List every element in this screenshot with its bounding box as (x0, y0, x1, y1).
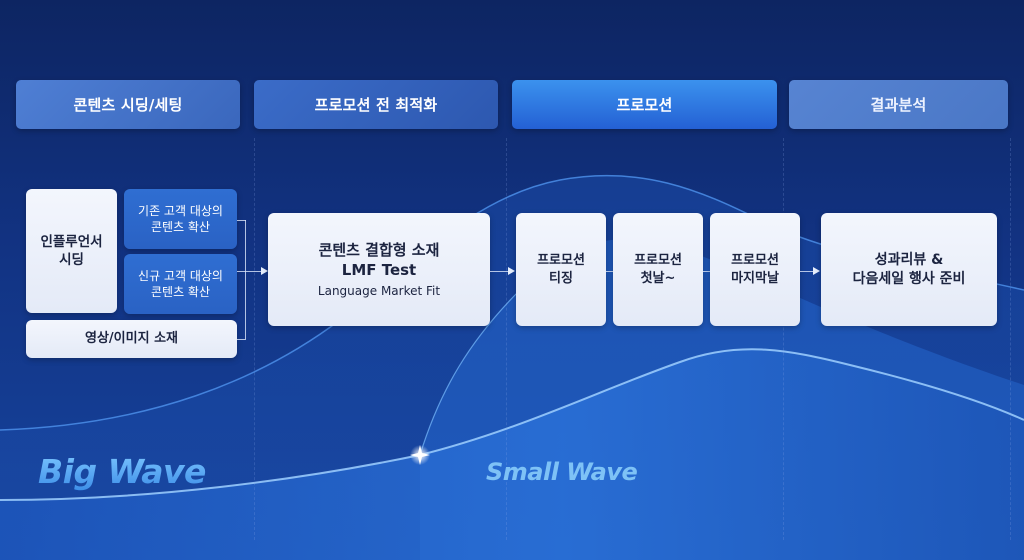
box-text: 티징 (549, 270, 573, 286)
column-divider (783, 138, 784, 540)
box-text: 영상/이미지 소재 (85, 331, 178, 347)
performance-review-box: 성과리뷰 & 다음세일 행사 준비 (821, 213, 997, 326)
bracket-line (237, 220, 246, 221)
box-text: 콘텐츠 확산 (150, 220, 210, 234)
box-text: 프로모션 (537, 252, 585, 268)
phase-label: 프로모션 전 최적화 (314, 96, 438, 114)
box-subtitle: LMF Test (341, 261, 417, 280)
phase-label: 프로모션 (616, 96, 673, 114)
media-asset-box: 영상/이미지 소재 (26, 320, 237, 358)
phase-header-seeding: 콘텐츠 시딩/세팅 (16, 80, 240, 129)
phase-label: 콘텐츠 시딩/세팅 (73, 96, 183, 114)
influencer-seeding-box: 인플루언서 시딩 (26, 189, 117, 313)
column-divider (506, 138, 507, 540)
big-wave-label: Big Wave (38, 452, 206, 491)
connector-line (237, 271, 261, 272)
box-text: 프로모션 (731, 252, 779, 268)
promotion-last-day-box: 프로모션 마지막날 (710, 213, 800, 326)
small-wave-label: Small Wave (486, 458, 638, 486)
connector-line (490, 271, 508, 272)
arrow-right-icon (508, 267, 515, 275)
column-divider (1010, 138, 1011, 540)
column-divider (254, 138, 255, 540)
box-text: 콘텐츠 확산 (150, 285, 210, 299)
phase-header-promotion: 프로모션 (512, 80, 777, 129)
box-text: 성과리뷰 & (874, 251, 944, 268)
connector-line (703, 271, 710, 272)
box-text: 기존 고객 대상의 (138, 203, 223, 218)
box-caption: Language Market Fit (317, 283, 441, 298)
box-text: 신규 고객 대상의 (138, 268, 223, 283)
box-text: 다음세일 행사 준비 (852, 270, 966, 287)
box-text: 프로모션 (634, 252, 682, 268)
connector-line (800, 271, 814, 272)
bracket-line (245, 220, 246, 339)
connector-line (606, 271, 613, 272)
arrow-right-icon (261, 267, 268, 275)
box-text: 인플루언서 (40, 233, 103, 250)
promotion-teasing-box: 프로모션 티징 (516, 213, 606, 326)
promotion-first-day-box: 프로모션 첫날~ (613, 213, 703, 326)
arrow-right-icon (813, 267, 820, 275)
box-text: 마지막날 (731, 270, 779, 286)
phase-header-analysis: 결과분석 (789, 80, 1008, 129)
box-title: 콘텐츠 결합형 소재 (318, 241, 440, 260)
bracket-line (237, 339, 246, 340)
box-text: 첫날~ (640, 270, 676, 286)
new-customer-box: 신규 고객 대상의 콘텐츠 확산 (124, 254, 237, 314)
phase-label: 결과분석 (870, 96, 927, 114)
lmf-test-box: 콘텐츠 결합형 소재 LMF Test Language Market Fit (268, 213, 490, 326)
existing-customer-box: 기존 고객 대상의 콘텐츠 확산 (124, 189, 237, 249)
box-text: 시딩 (59, 252, 84, 268)
phase-header-pre-optimization: 프로모션 전 최적화 (254, 80, 498, 129)
